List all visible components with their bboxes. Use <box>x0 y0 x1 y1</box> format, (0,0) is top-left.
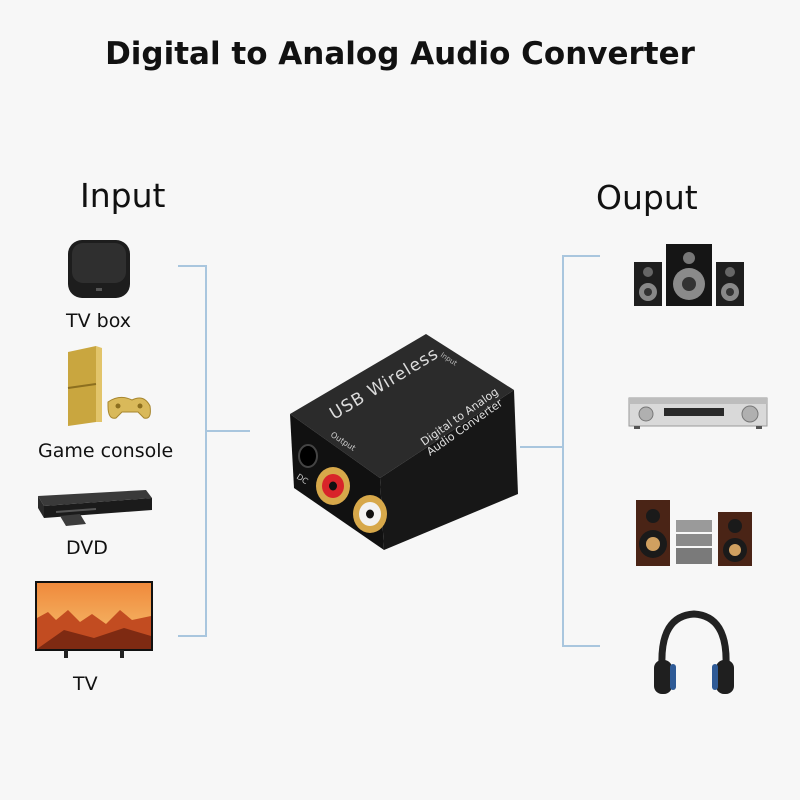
speaker-system-icon <box>634 244 744 306</box>
game-console-icon <box>67 346 151 426</box>
output-bracket-vertical <box>562 255 564 647</box>
dvd-player-icon <box>38 490 152 526</box>
converter-device: USB Wireless Input Digital to Analog Aud… <box>290 334 518 550</box>
hifi-system-icon <box>636 500 752 566</box>
dvd-label: DVD <box>66 537 108 559</box>
output-heading: Ouput <box>596 178 698 217</box>
headphones-icon <box>654 610 734 694</box>
output-bracket-top <box>562 255 600 257</box>
input-bracket-top <box>178 265 206 267</box>
page-title: Digital to Analog Audio Converter <box>105 36 695 72</box>
output-connector <box>520 446 563 448</box>
tv-label: TV <box>73 673 98 695</box>
input-connector <box>206 430 250 432</box>
game-console-label: Game console <box>38 440 174 462</box>
input-bracket-vertical <box>205 265 207 637</box>
input-bracket-bottom <box>178 635 206 637</box>
input-heading: Input <box>80 176 166 215</box>
output-bracket-bottom <box>562 645 600 647</box>
tv-box-label: TV box <box>66 310 131 332</box>
tv-box-icon <box>68 240 130 298</box>
av-receiver-icon <box>628 397 768 429</box>
tv-icon <box>35 581 153 658</box>
